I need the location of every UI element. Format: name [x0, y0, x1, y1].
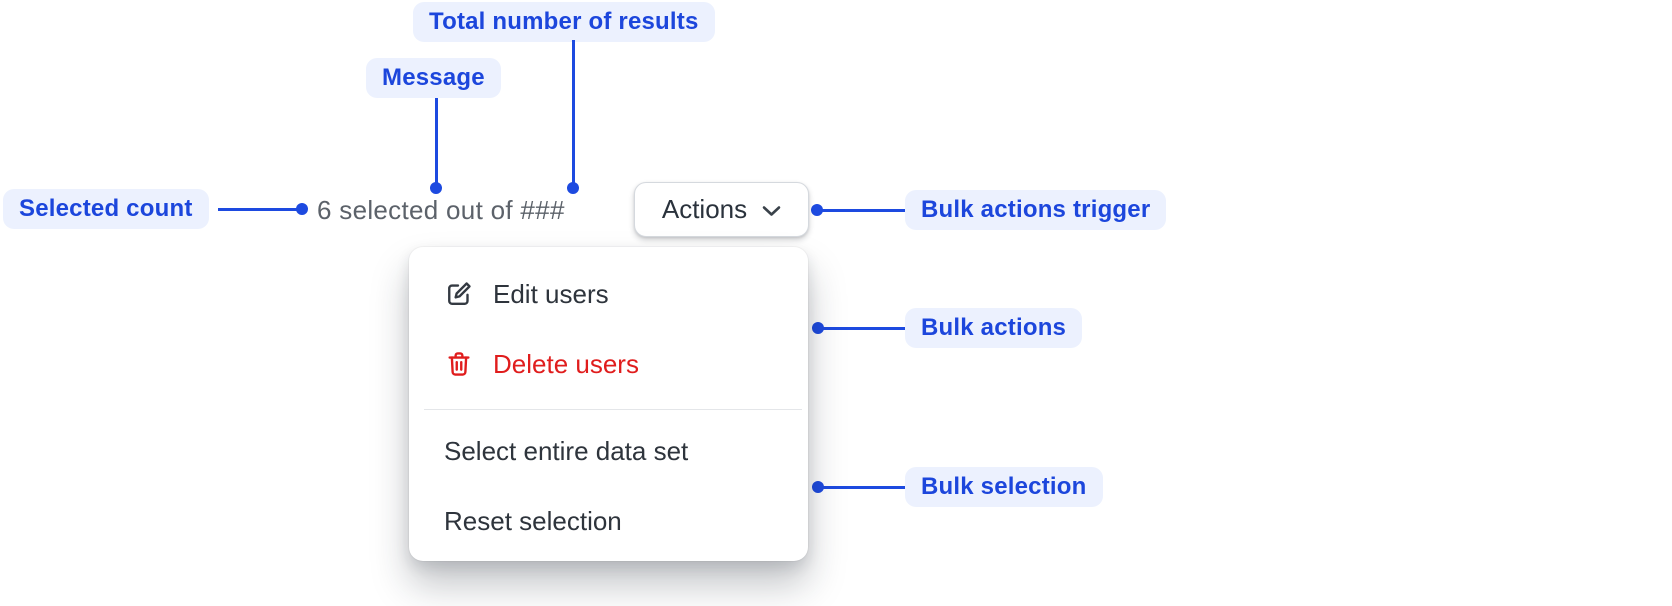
menu-item-label: Select entire data set	[444, 435, 689, 466]
connector-dot-message	[430, 182, 442, 194]
chevron-down-icon	[762, 205, 781, 217]
annotation-label-bulk-actions-trigger: Bulk actions trigger	[905, 190, 1167, 230]
annotation-label-message: Message	[366, 58, 501, 98]
connector-line-bulk-selection	[823, 486, 905, 489]
trash-icon	[444, 349, 474, 379]
connector-line-bulk-actions-trigger	[822, 209, 905, 212]
actions-button-label: Actions	[661, 194, 748, 224]
annotation-label-total-results: Total number of results	[413, 2, 715, 42]
connector-dot-bulk-actions	[812, 322, 824, 334]
edit-icon	[444, 279, 474, 309]
connector-dot-bulk-selection	[812, 481, 824, 493]
connector-dot-bulk-actions-trigger	[811, 204, 823, 216]
connector-line-message	[435, 98, 438, 188]
menu-item-label: Reset selection	[444, 505, 622, 536]
selected-count-message: 6 selected out of ###	[317, 194, 565, 225]
annotation-label-bulk-actions: Bulk actions	[905, 308, 1083, 348]
menu-item-label: Edit users	[493, 278, 609, 309]
menu-item-edit-users[interactable]: Edit users	[409, 259, 808, 329]
menu-item-select-entire-data-set[interactable]: Select entire data set	[409, 416, 808, 486]
connector-line-total-results	[572, 40, 575, 188]
connector-dot-total-results	[567, 182, 579, 194]
bulk-actions-trigger-button[interactable]: Actions	[634, 182, 809, 237]
menu-item-label: Delete users	[493, 348, 639, 379]
connector-line-bulk-actions	[823, 327, 905, 330]
bulk-actions-menu: Edit users Delete users Select entire da…	[409, 247, 808, 561]
annotation-label-selected-count: Selected count	[3, 189, 209, 229]
connector-dot-selected-count	[296, 203, 308, 215]
menu-divider	[424, 409, 802, 410]
annotation-label-bulk-selection: Bulk selection	[905, 467, 1103, 507]
menu-item-delete-users[interactable]: Delete users	[409, 329, 808, 399]
menu-item-reset-selection[interactable]: Reset selection	[409, 486, 808, 556]
connector-line-selected-count	[218, 208, 298, 211]
